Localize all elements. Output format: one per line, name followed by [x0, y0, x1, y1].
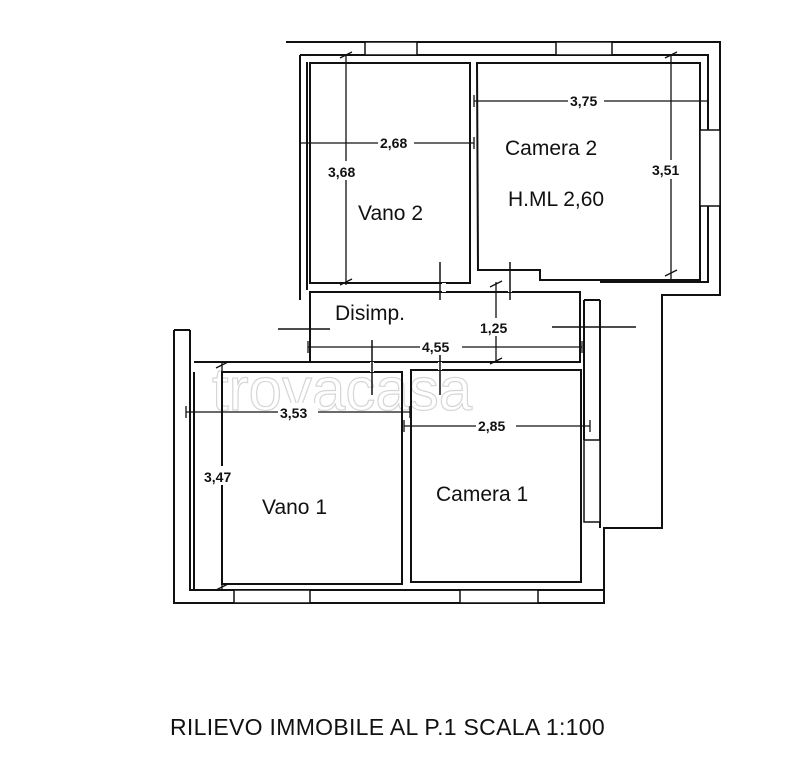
window-camera1 — [459, 589, 539, 604]
dim-label-camera2-depth: 3,51 — [652, 162, 679, 178]
room-label-camera2: Camera 2 — [505, 137, 597, 160]
dim-tick — [664, 51, 678, 59]
dim-label-disimp-width: 4,55 — [422, 339, 449, 355]
left-wall-upper — [299, 55, 308, 300]
room-label-vano2: Vano 2 — [358, 202, 423, 225]
room-label-disimp: Disimp. — [335, 302, 405, 325]
dim-tick — [215, 583, 229, 591]
window-camera1-right — [583, 439, 601, 523]
dim-tick — [489, 280, 503, 288]
window-vano2 — [364, 41, 418, 56]
dim-tick — [664, 269, 678, 277]
outer-wall-upper — [173, 41, 721, 604]
dim-label-vano2-depth: 3,68 — [328, 164, 355, 180]
room-camera1-outline — [410, 369, 582, 583]
dim-tick — [339, 278, 353, 286]
dim-label-vano2-width: 2,68 — [380, 135, 407, 151]
window-camera2-top — [555, 41, 613, 56]
dim-tick — [489, 357, 503, 365]
window-vano1 — [233, 589, 311, 604]
dim-label-vano1-depth: 3,47 — [204, 469, 231, 485]
dim-label-vano1-width: 3,53 — [280, 405, 307, 421]
room-label-vano1: Vano 1 — [262, 496, 327, 519]
room-label-camera1: Camera 1 — [436, 483, 528, 506]
dim-tick — [215, 361, 229, 369]
room-camera2-outline — [475, 62, 701, 281]
lower-left-walls — [174, 329, 604, 591]
room-vano2-outline — [309, 62, 471, 284]
watermark: trovacasa — [212, 356, 473, 423]
room-disimp-outline — [309, 291, 581, 363]
dim-label-camera2-width: 3,75 — [570, 93, 597, 109]
dim-label-disimp-depth: 1,25 — [480, 320, 507, 336]
window-camera2-right — [699, 129, 721, 207]
dim-label-camera1-width: 2,85 — [478, 418, 505, 434]
dim-tick — [339, 51, 353, 59]
plan-caption: RILIEVO IMMOBILE AL P.1 SCALA 1:100 — [170, 714, 605, 740]
room-label-camera2-height: H.ML 2,60 — [508, 188, 604, 211]
